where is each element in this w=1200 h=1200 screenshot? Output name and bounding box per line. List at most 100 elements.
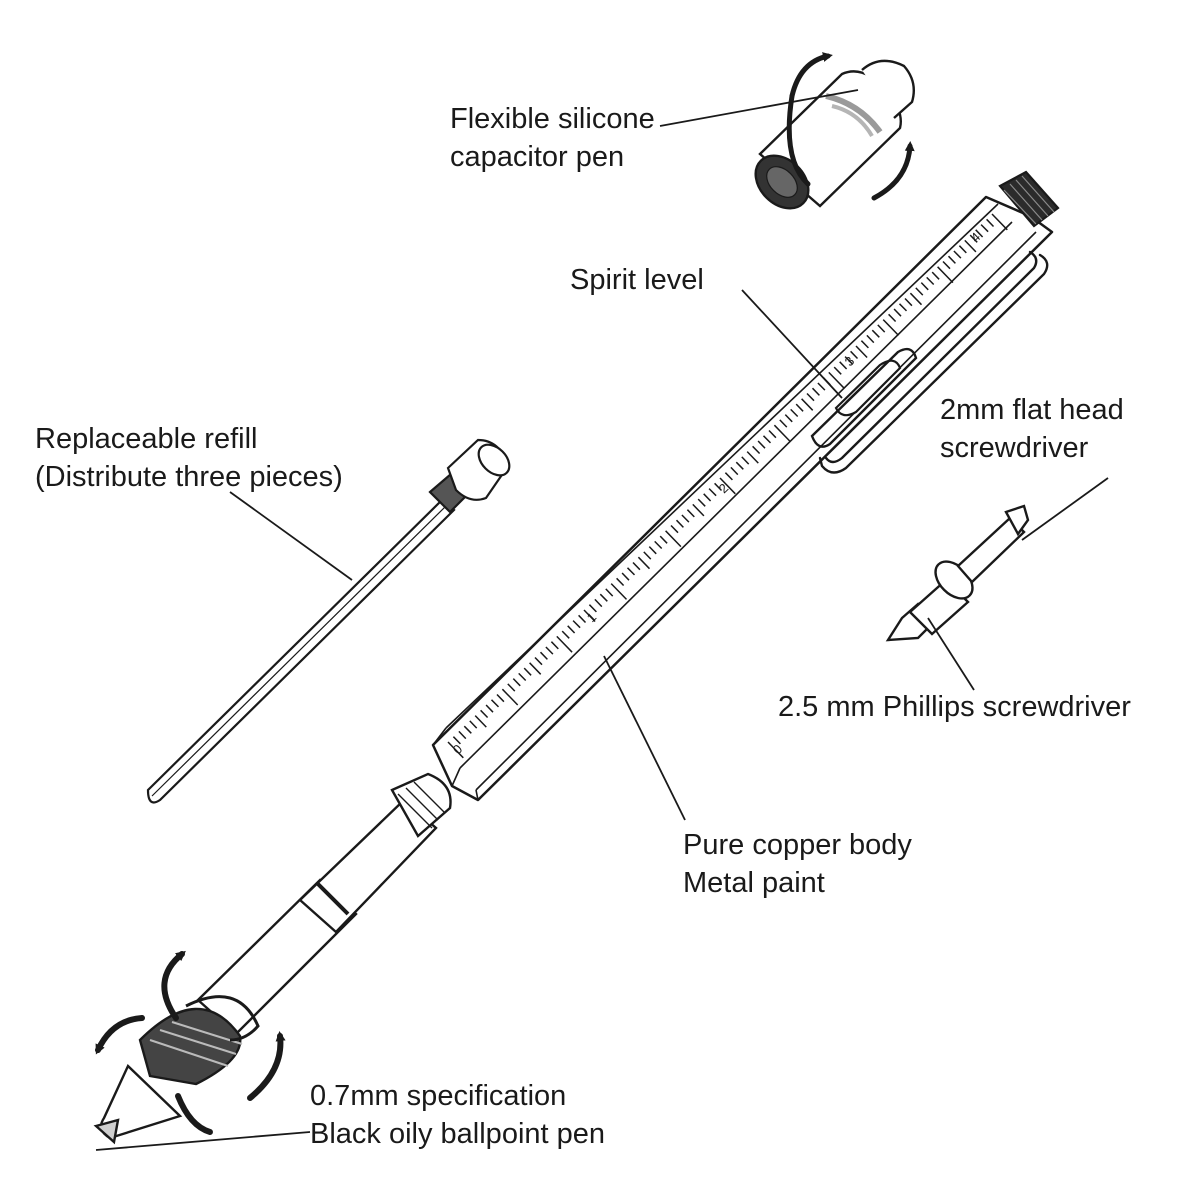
ruler-tick [463, 725, 472, 734]
ruler-tick [708, 488, 717, 497]
ruler-tick [779, 419, 788, 428]
phillips-label-text: 2.5 mm Phillips screwdriver [778, 691, 1131, 723]
ruler-tick [469, 720, 478, 729]
ruler-tick [665, 530, 682, 548]
capacitor-label-line2: capacitor pen [450, 141, 625, 173]
ruler-tick [877, 324, 886, 333]
capacitor-stylus-cap [754, 59, 915, 210]
ruler-tick [474, 715, 487, 728]
knurled-top-cap [998, 170, 1060, 228]
refill [146, 438, 511, 804]
ruler-tick [512, 678, 521, 687]
ruler-tick [490, 699, 500, 708]
ruler-number: 4 [968, 229, 984, 245]
ruler-tick [871, 329, 880, 338]
ruler-tick [686, 509, 695, 518]
phillips-screwdriver-label: 2.5 mm Phillips screwdriver [778, 688, 1131, 726]
ruler-tick [844, 356, 853, 365]
ruler-tick [599, 593, 608, 602]
body-label-line2: Metal paint [683, 867, 825, 899]
body-label-line1: Pure copper body [683, 829, 912, 861]
ruler-tick [480, 709, 489, 719]
ruler-tick [654, 540, 663, 550]
ruler-tick [964, 239, 977, 253]
ballpoint-section [93, 772, 452, 1145]
ruler-tick [958, 245, 967, 254]
ruler-tick [909, 292, 923, 306]
ruler-tick [975, 229, 984, 238]
ruler-tick [790, 408, 799, 418]
ruler-tick [969, 234, 978, 243]
ruler-tick [703, 493, 712, 502]
capacitor-label-line1: Flexible silicone [450, 103, 655, 135]
ruler-tick [931, 271, 940, 280]
copper-body-label: Pure copper body Metal paint [683, 826, 912, 902]
ruler-tick [811, 387, 820, 396]
ruler-tick [556, 635, 573, 653]
ruler-tick [447, 741, 464, 759]
ruler-tick [670, 524, 679, 534]
ruler-tick [752, 445, 761, 455]
ruler-tick [860, 340, 869, 349]
ruler-tick [572, 620, 581, 629]
ruler-tick [926, 276, 935, 286]
ruler-tick [730, 466, 739, 476]
ruler-tick [991, 213, 1008, 231]
ruler-tick [621, 572, 630, 581]
ruler-tick [675, 519, 684, 528]
capacitor-pen-label: Flexible silicone capacitor pen [450, 100, 655, 176]
ruler-tick [839, 361, 848, 370]
refill-label: Replaceable refill (Distribute three pie… [35, 420, 343, 496]
spirit-level-label-text: Spirit level [570, 264, 704, 296]
ruler-tick [588, 604, 597, 613]
ruler-tick [561, 630, 570, 639]
ruler-tick [920, 282, 929, 291]
flat-head-screwdriver-label: 2mm flat head screwdriver [940, 391, 1124, 467]
ruler-tick [724, 472, 733, 481]
ruler-tick [795, 403, 804, 412]
ruler-number: 1 [584, 609, 600, 625]
ruler-tick [806, 392, 815, 402]
ruler-tick [866, 334, 875, 344]
ballpoint-label: 0.7mm specification Black oily ballpoint… [310, 1077, 605, 1153]
ruler-tick [485, 704, 494, 713]
ruler-tick [980, 224, 989, 233]
ruler-tick [719, 477, 736, 495]
ruler-tick [496, 693, 505, 703]
ruler-tick [947, 255, 956, 264]
ruler-tick [681, 514, 690, 523]
ruler-tick [534, 656, 543, 666]
refill-label-line1: Replaceable refill [35, 423, 258, 455]
flat-head-label-line2: screwdriver [940, 432, 1089, 464]
rotate-arrow-icon [786, 52, 915, 201]
ruler-tick [741, 456, 750, 465]
ruler-tick [605, 588, 614, 597]
ruler-tick [817, 382, 826, 391]
ruler-tick [518, 672, 527, 682]
ruler-tick [507, 683, 516, 692]
ruler-tick [757, 440, 766, 449]
ruler-tick [567, 625, 576, 634]
pen-body [431, 195, 1054, 802]
ruler-tick [692, 503, 705, 517]
ruler-tick [904, 297, 913, 307]
ruler-tick [578, 614, 587, 624]
ruler-tick [659, 535, 668, 544]
ruler-tick [893, 308, 902, 317]
ruler-tick [583, 609, 596, 623]
ruler-tick [529, 662, 542, 675]
leader-lines [95, 89, 1109, 1151]
ruler-scale [447, 213, 1008, 759]
ruler-tick [697, 498, 706, 507]
rotate-arrow-icon [95, 950, 286, 1135]
ruler-tick [550, 641, 559, 650]
ruler-tick [833, 366, 842, 375]
ruler-tick [637, 556, 651, 570]
ruler-tick [458, 730, 467, 740]
ruler-tick [942, 260, 951, 270]
ruler-tick [735, 461, 744, 470]
refill-label-line2: (Distribute three pieces) [35, 461, 343, 493]
ruler-tick [898, 303, 908, 312]
ruler-number: 0 [450, 741, 466, 757]
